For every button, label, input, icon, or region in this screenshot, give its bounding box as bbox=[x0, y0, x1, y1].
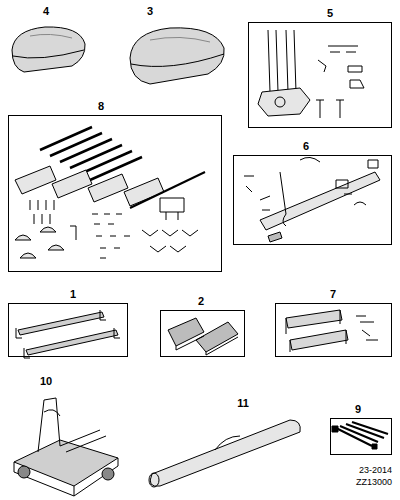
part-panel: 1 bbox=[8, 303, 128, 357]
callout-number: 4 bbox=[43, 6, 49, 17]
drawing-date: 23-2014 bbox=[359, 466, 392, 475]
cross-bars bbox=[16, 310, 120, 358]
callout-number: 6 bbox=[303, 141, 309, 152]
callout-number: 10 bbox=[40, 376, 52, 387]
bike-holder-parts bbox=[258, 30, 364, 118]
part-panel: 6 bbox=[233, 155, 392, 245]
callout-number: 7 bbox=[330, 289, 336, 300]
roof-box-small bbox=[12, 27, 85, 72]
drawing-code: ZZ13000 bbox=[356, 478, 392, 487]
part-panel: 5 bbox=[248, 22, 392, 128]
callout-number: 3 bbox=[147, 6, 153, 17]
bike-carrier-rail bbox=[244, 157, 380, 242]
callout-number: 2 bbox=[198, 296, 204, 307]
callout-number: 8 bbox=[98, 101, 104, 112]
part-panel: 9 bbox=[330, 418, 392, 455]
part-panel: 8 bbox=[8, 115, 222, 272]
callout-number: 11 bbox=[237, 398, 249, 409]
part-panel: 2 bbox=[160, 310, 245, 357]
callout-number: 5 bbox=[327, 8, 333, 19]
roof-box-large bbox=[130, 28, 224, 84]
ski-bag bbox=[149, 420, 300, 487]
part-panel: 7 bbox=[275, 303, 392, 357]
roof-rail-kit bbox=[15, 127, 205, 258]
roof-pads bbox=[168, 318, 238, 355]
straps bbox=[332, 422, 388, 449]
bike-rack bbox=[14, 398, 118, 496]
callout-number: 9 bbox=[355, 404, 361, 415]
callout-number: 1 bbox=[70, 289, 76, 300]
ski-carrier bbox=[286, 310, 378, 352]
